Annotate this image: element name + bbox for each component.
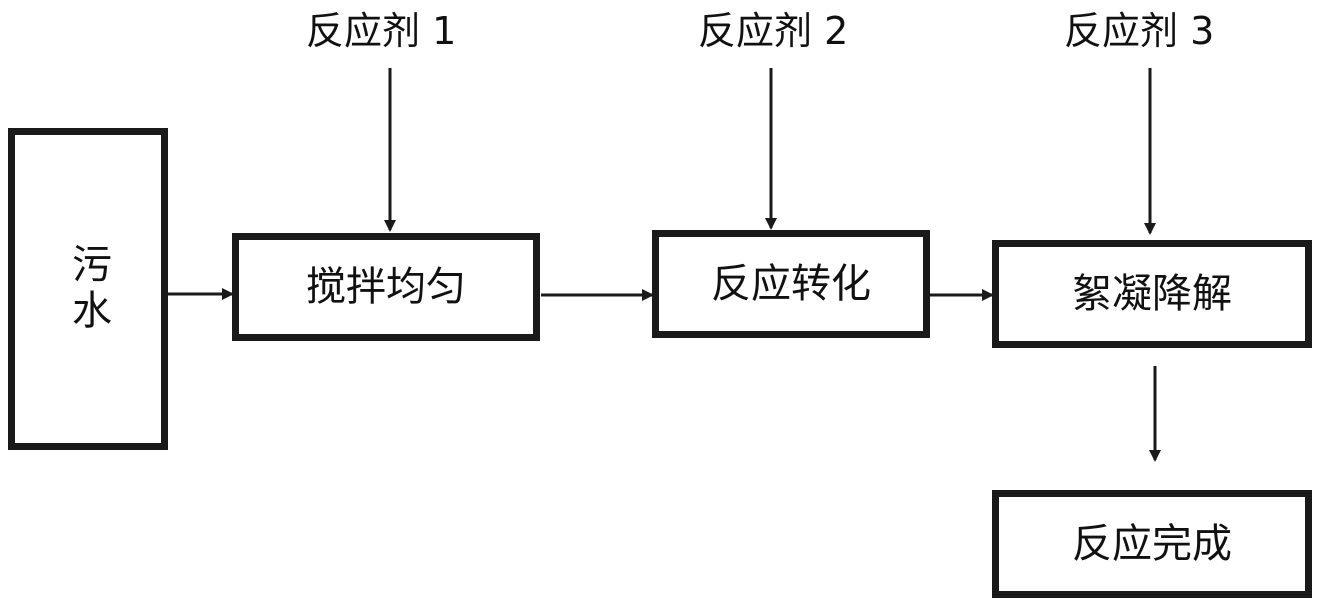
stir-node: 搅拌均匀 bbox=[232, 233, 540, 341]
flocculate-node: 絮凝降解 bbox=[992, 240, 1312, 348]
complete-label: 反应完成 bbox=[1072, 521, 1232, 567]
reagent-2-label: 反应剂 2 bbox=[698, 9, 849, 53]
convert-node: 反应转化 bbox=[652, 230, 930, 338]
sewage-node: 污水 bbox=[8, 128, 168, 450]
convert-label: 反应转化 bbox=[711, 261, 871, 307]
sewage-label: 污水 bbox=[65, 243, 111, 335]
reagent-3-label: 反应剂 3 bbox=[1064, 9, 1215, 53]
reagent-1-label: 反应剂 1 bbox=[306, 9, 457, 53]
complete-node: 反应完成 bbox=[992, 490, 1312, 598]
flocculate-label: 絮凝降解 bbox=[1072, 271, 1232, 317]
stir-label: 搅拌均匀 bbox=[306, 264, 466, 310]
